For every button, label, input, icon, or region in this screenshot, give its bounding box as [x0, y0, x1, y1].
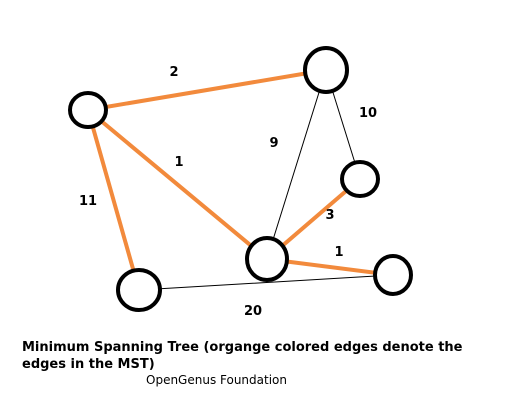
edge-weight-label: 2 [169, 65, 178, 80]
edge-weight-label: 3 [325, 208, 334, 223]
footer-credit: OpenGenus Foundation [146, 373, 287, 387]
edge-a-d-mst [86, 108, 269, 261]
graph-node-d [245, 236, 289, 282]
edge-a-b-mst [86, 68, 328, 112]
edge-weight-label: 1 [334, 245, 343, 260]
graph-node-a [68, 91, 108, 129]
edge-weight-label: 11 [79, 194, 97, 209]
graph-node-f [373, 254, 413, 296]
graph-node-b [303, 46, 349, 94]
edge-a-e-mst [86, 108, 141, 292]
graph-node-c [340, 160, 380, 198]
edge-weight-label: 20 [244, 304, 262, 319]
edge-weight-label: 9 [269, 136, 278, 151]
edge-b-d [266, 69, 327, 260]
edge-weight-label: 1 [174, 155, 183, 170]
edge-e-f [138, 274, 394, 291]
edge-weight-label: 10 [359, 106, 377, 121]
caption: Minimum Spanning Tree (organge colored e… [22, 340, 463, 372]
graph-node-e [116, 268, 162, 312]
